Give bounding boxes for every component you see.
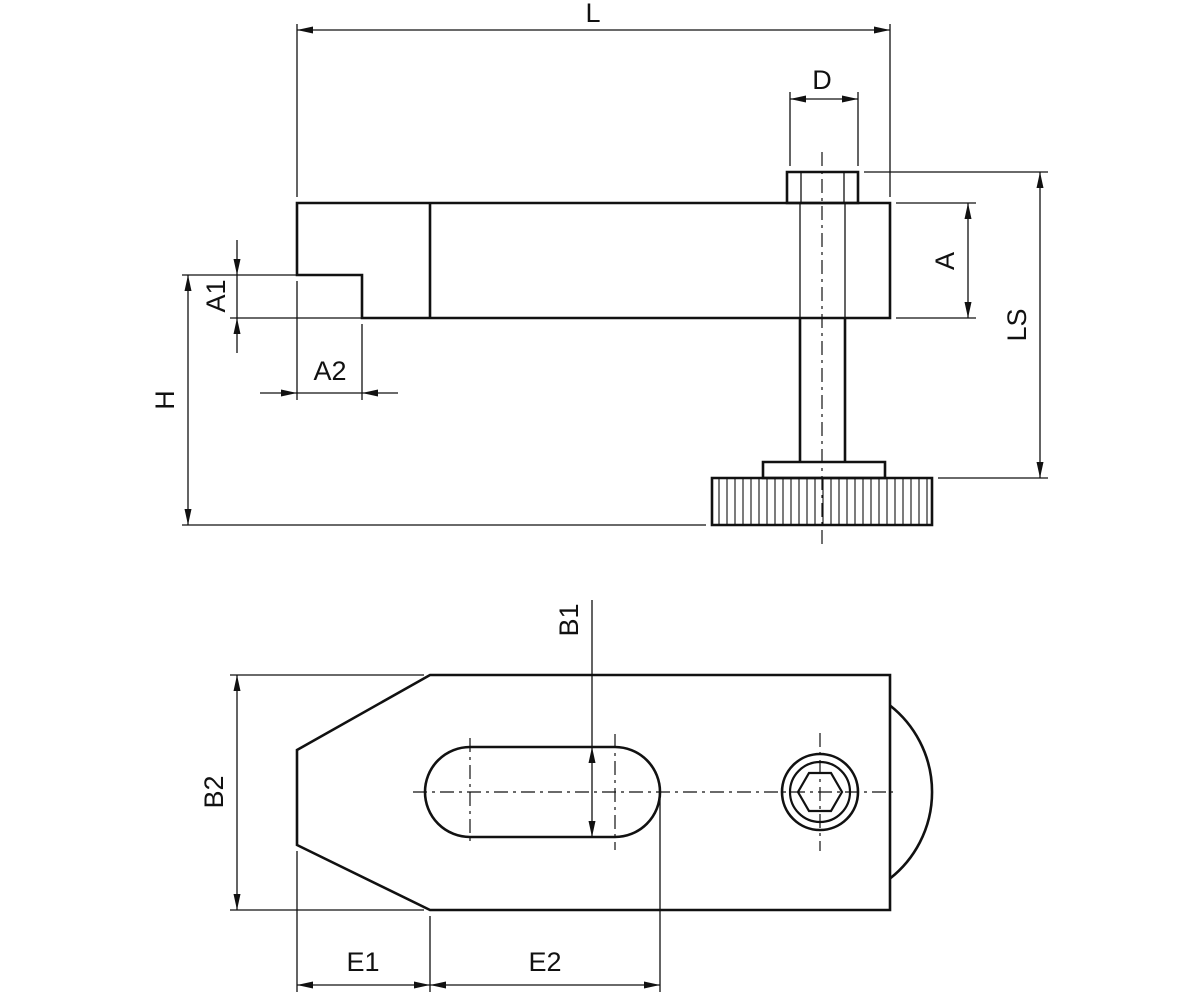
arrowhead — [1036, 462, 1044, 478]
arrowhead — [233, 318, 241, 334]
arrowhead — [233, 259, 241, 275]
dimension-label-E1: E1 — [346, 947, 379, 977]
foot-knurling — [718, 478, 928, 525]
adjusting-foot — [710, 476, 934, 527]
extension-lines — [296, 799, 661, 992]
arrowhead — [362, 389, 378, 397]
screw-shank — [798, 318, 847, 462]
dimension-D: D — [789, 65, 859, 166]
dimension-label-LS: LS — [1002, 308, 1032, 341]
dimension-label-A1: A1 — [201, 279, 231, 312]
extension-lines — [296, 24, 891, 197]
extension-lines — [896, 202, 976, 319]
washer — [761, 460, 887, 480]
dimension-label-D: D — [812, 65, 832, 95]
dimension-label-A2: A2 — [313, 356, 346, 386]
arrowhead — [184, 509, 192, 525]
dimension-label-B1: B1 — [554, 603, 584, 636]
bottom-view: B2 B1 E1 E2 — [199, 600, 934, 992]
arrowhead — [414, 981, 430, 989]
arrowhead — [233, 894, 241, 910]
dimension-E1-E2: E1 E2 — [296, 799, 661, 992]
screw-head-facet-lines — [800, 172, 845, 203]
dimension-A1: A1 — [201, 240, 362, 353]
extension-lines — [230, 674, 424, 911]
arrowhead — [430, 981, 446, 989]
dimension-A: A — [896, 202, 976, 319]
arrowhead — [588, 821, 596, 837]
arrowhead — [1036, 172, 1044, 188]
extension-lines — [864, 171, 1048, 479]
bottom-view-outlines — [295, 673, 934, 912]
arrowhead — [874, 26, 890, 34]
arrowhead — [233, 675, 241, 691]
foot-arc — [889, 704, 934, 880]
screw-head — [785, 170, 860, 205]
dimension-LS: LS — [864, 171, 1048, 479]
arrowhead — [588, 747, 596, 763]
side-view: L D A LS H — [150, 0, 1048, 545]
arrowhead — [842, 95, 858, 103]
arrowhead — [297, 26, 313, 34]
arrowhead — [964, 302, 972, 318]
dimension-label-L: L — [585, 0, 600, 28]
arrowhead — [184, 275, 192, 291]
extension-lines — [789, 92, 859, 166]
dimension-label-E2: E2 — [528, 947, 561, 977]
arrowhead — [281, 389, 297, 397]
arrowhead — [297, 981, 313, 989]
dimension-H: H — [150, 274, 706, 526]
screw-shank-through-bar — [799, 203, 846, 318]
dimension-L: L — [296, 0, 891, 197]
extension-lines — [296, 281, 363, 400]
dimension-A2: A2 — [260, 281, 398, 400]
dimension-label-B2: B2 — [199, 775, 229, 808]
clamp-bar-outline — [295, 201, 892, 320]
arrowhead — [790, 95, 806, 103]
dimension-B2: B2 — [199, 674, 424, 911]
arrowhead — [644, 981, 660, 989]
side-view-outlines — [295, 152, 934, 545]
extension-lines — [182, 274, 706, 526]
dimension-B1: B1 — [554, 600, 596, 837]
dimension-label-A: A — [930, 252, 960, 270]
dimension-label-H: H — [150, 390, 180, 410]
arrowhead — [964, 203, 972, 219]
clamp-body-outline — [295, 673, 892, 912]
